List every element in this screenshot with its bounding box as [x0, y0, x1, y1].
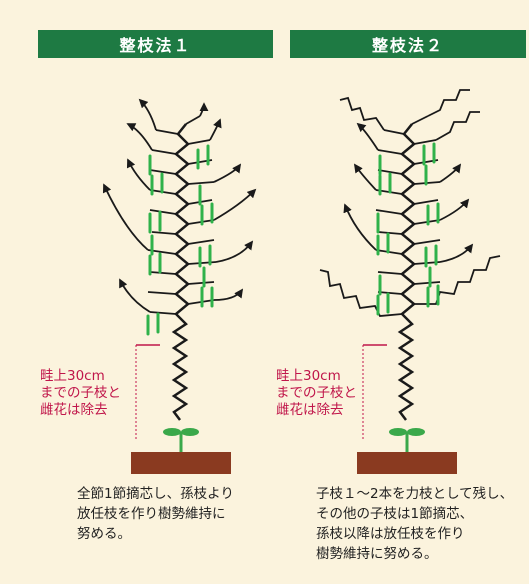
method1-header: 整枝法１: [38, 30, 273, 58]
method2-soil: [357, 452, 457, 474]
method2-title: 整枝法２: [371, 36, 444, 55]
method2-removal-note: 畦上30cm までの子枝と 雌花は除去: [276, 368, 357, 418]
method1-figure: [102, 98, 257, 474]
method1-removal-note: 畦上30cm までの子枝と 雌花は除去: [40, 368, 121, 418]
method1-sprout: [163, 428, 199, 452]
method1-height-marker: [135, 344, 160, 440]
method2-fruits: [376, 142, 440, 316]
method1-title: 整枝法１: [119, 36, 192, 55]
method1-main-stem: [171, 123, 190, 421]
method2-header: 整枝法２: [290, 30, 526, 58]
method2-main-stem: [397, 123, 416, 421]
method1-caption: 全節1節摘芯し、孫枝より 放任枝を作り樹勢維持に 努める。: [77, 486, 234, 542]
method2-sprout: [389, 428, 425, 452]
method1-soil: [131, 452, 231, 474]
method2-caption: 子枝１～2本を力枝として残し、 その他の子枝は1節摘芯、 孫枝以降は放任枝を作り…: [316, 486, 514, 562]
method2-height-marker: [362, 344, 387, 440]
method2-figure: [319, 89, 501, 474]
method1-fruits: [146, 144, 214, 336]
